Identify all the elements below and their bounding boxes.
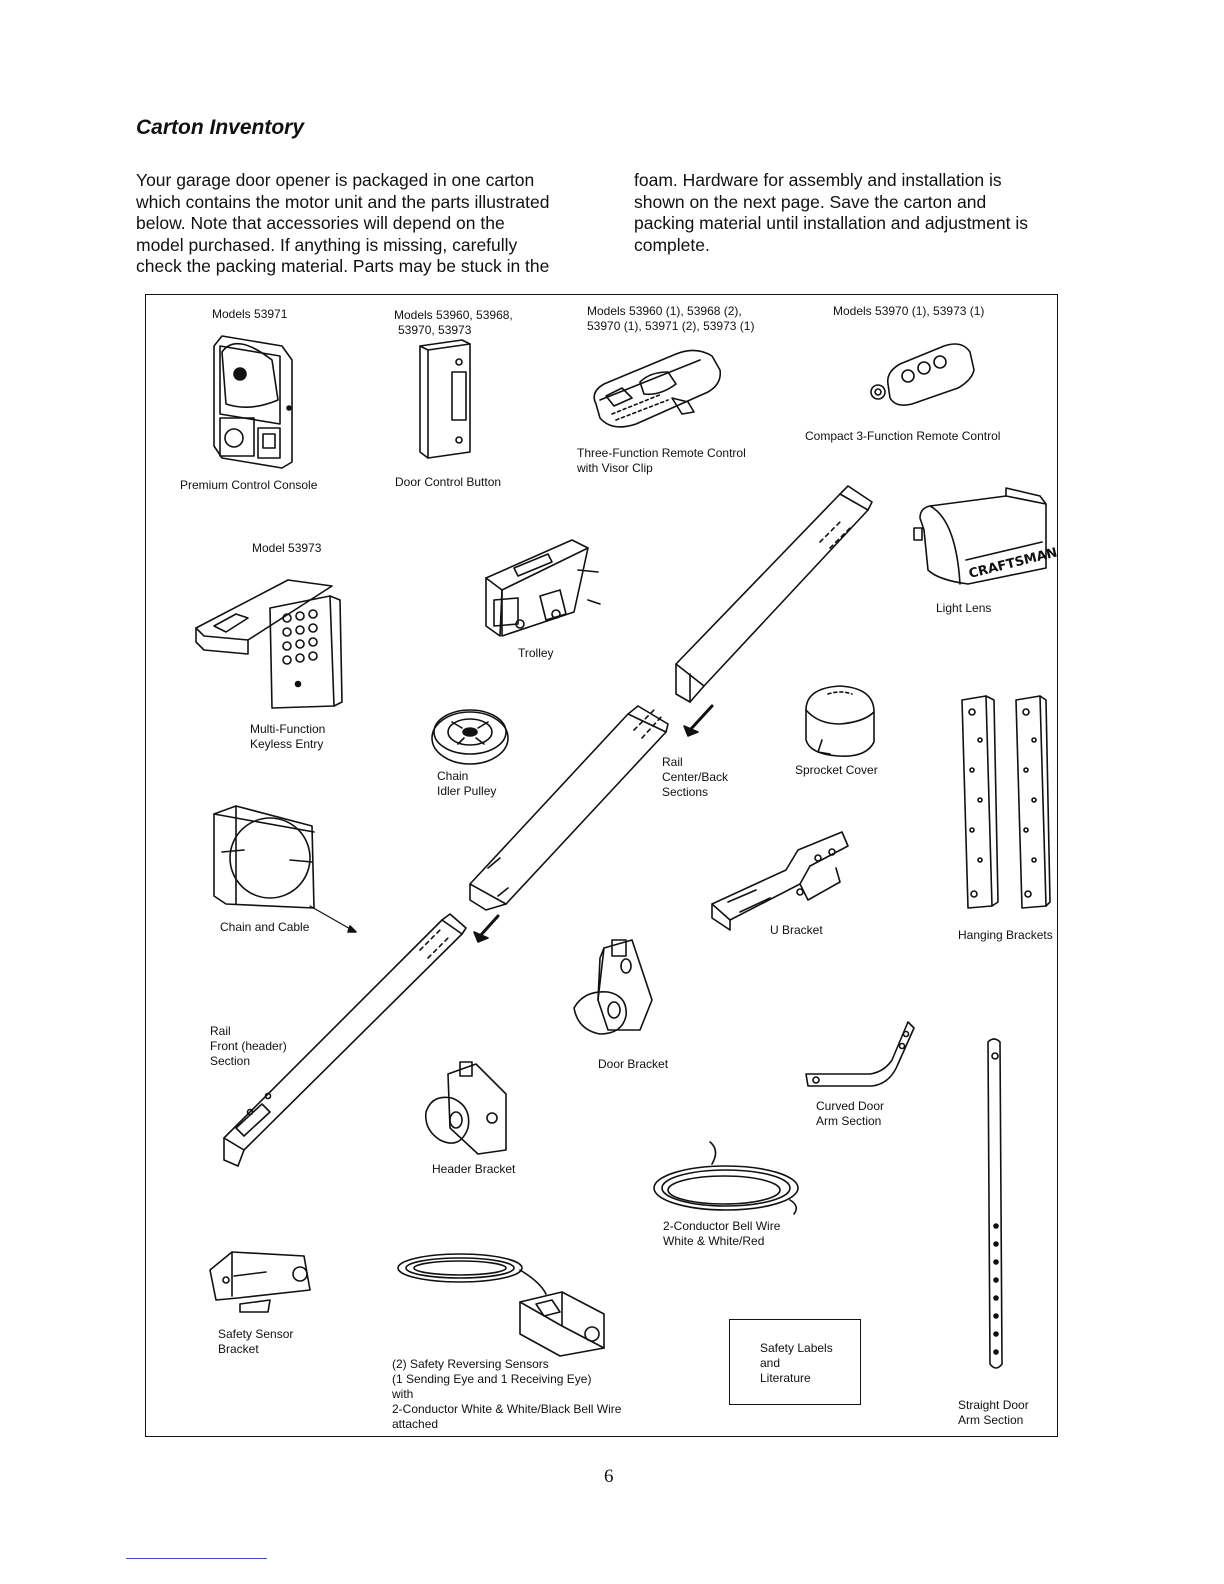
premium-console-label: Premium Control Console <box>180 478 317 493</box>
compact-remote-models: Models 53970 (1), 53973 (1) <box>833 304 984 319</box>
door-button-models: Models 53960, 53968, 53970, 53973 <box>394 308 513 338</box>
keyless-entry-models: Model 53973 <box>252 541 321 556</box>
door-bracket-label: Door Bracket <box>598 1057 668 1072</box>
svg-text:CRAFTSMAN: CRAFTSMAN <box>967 545 1059 581</box>
page-number: 6 <box>604 1466 614 1488</box>
u-bracket-illustration <box>712 832 848 930</box>
chain-cable-label: Chain and Cable <box>220 920 309 935</box>
bell-wire-label: 2-Conductor Bell Wire White & White/Red <box>663 1219 780 1249</box>
three-function-remote-label: Three-Function Remote Control with Visor… <box>577 446 746 476</box>
idler-pulley-illustration <box>432 710 508 764</box>
sprocket-cover-label: Sprocket Cover <box>795 763 878 778</box>
hanging-brackets-label: Hanging Brackets <box>958 928 1053 943</box>
keyless-entry-label: Multi-Function Keyless Entry <box>250 722 325 752</box>
sprocket-cover-illustration <box>806 686 874 756</box>
light-lens-illustration: CRAFTSMAN <box>914 488 1059 584</box>
straight-arm-label: Straight Door Arm Section <box>958 1398 1029 1428</box>
footnote-rule <box>126 1558 267 1559</box>
door-button-label: Door Control Button <box>395 475 501 490</box>
rail-center-illustration <box>470 486 872 910</box>
trolley-label: Trolley <box>518 646 554 661</box>
premium-console-illustration <box>214 336 292 468</box>
header-bracket-label: Header Bracket <box>432 1162 515 1177</box>
idler-pulley-label: Chain Idler Pulley <box>437 769 496 799</box>
chain-and-cable-illustration <box>214 806 356 932</box>
hanging-brackets-illustration <box>962 696 1050 908</box>
sensor-bracket-label: Safety Sensor Bracket <box>218 1327 293 1357</box>
straight-arm-illustration <box>988 1039 1002 1368</box>
three-function-remote-illustration <box>594 350 720 426</box>
header-bracket-illustration <box>426 1062 506 1154</box>
curved-arm-illustration <box>806 1022 914 1086</box>
bell-wire-illustration <box>654 1142 798 1214</box>
keyless-entry-illustration <box>196 580 342 708</box>
safety-labels-label: Safety Labels and Literature <box>760 1341 833 1386</box>
door-button-illustration <box>420 340 470 458</box>
light-lens-label: Light Lens <box>936 601 991 616</box>
three-function-remote-models: Models 53960 (1), 53968 (2), 53970 (1), … <box>587 304 754 334</box>
compact-remote-label: Compact 3-Function Remote Control <box>805 429 1000 444</box>
rail-front-label: Rail Front (header) Section <box>210 1024 287 1069</box>
rail-center-label: Rail Center/Back Sections <box>662 755 728 800</box>
safety-sensors-label: (2) Safety Reversing Sensors (1 Sending … <box>392 1357 621 1432</box>
compact-remote-illustration <box>871 344 974 405</box>
premium-console-models: Models 53971 <box>212 307 287 322</box>
curved-arm-label: Curved Door Arm Section <box>816 1099 884 1129</box>
door-bracket-illustration <box>574 940 652 1034</box>
sensor-bracket-illustration <box>210 1252 310 1312</box>
u-bracket-label: U Bracket <box>770 923 823 938</box>
safety-sensors-illustration <box>398 1254 604 1356</box>
trolley-illustration <box>486 540 600 636</box>
